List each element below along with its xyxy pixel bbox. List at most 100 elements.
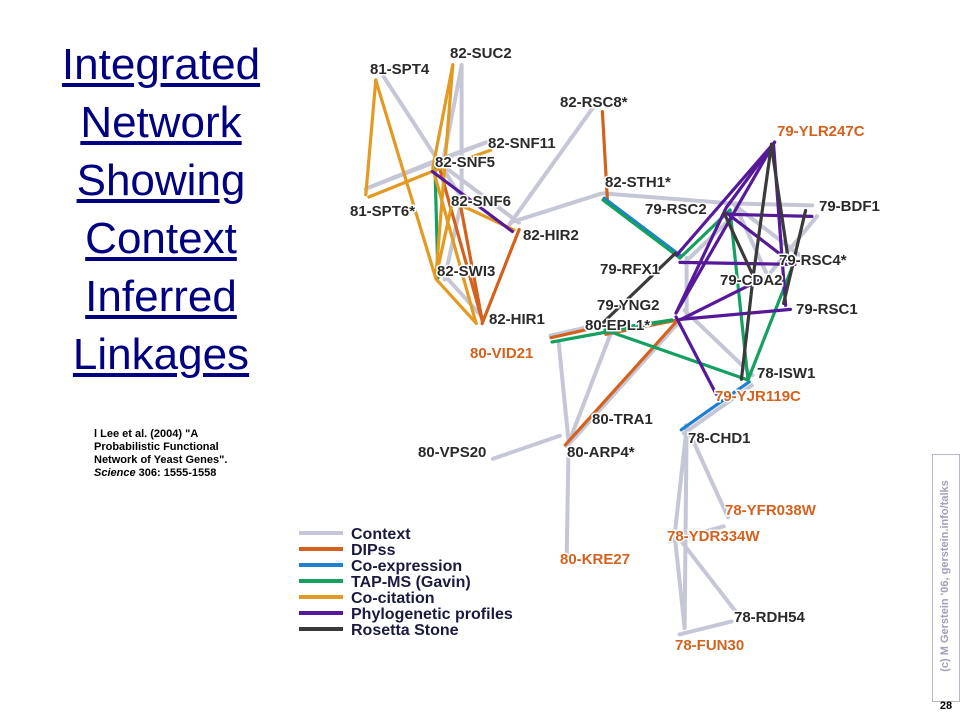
edge-dipss <box>480 228 521 326</box>
title-line-5: Inferred <box>85 272 237 321</box>
edge-tap-ms-gavin- <box>601 198 682 260</box>
edge-context <box>436 160 521 225</box>
node-label-82-snf6: 82-SNF6 <box>451 193 511 210</box>
node-label-82-rsc8: 82-RSC8* <box>560 94 628 111</box>
node-label-82-swi3: 82-SWI3 <box>437 263 495 280</box>
edge-context <box>510 191 603 224</box>
node-label-81-spt6: 81-SPT6* <box>350 203 415 220</box>
node-label-80-arp4: 80-ARP4* <box>567 444 635 461</box>
edge-context <box>728 201 815 208</box>
node-label-78-fun30: 78-FUN30 <box>675 637 744 654</box>
legend-label-rosetta-stone: Rosetta Stone <box>351 622 459 639</box>
edge-phylogenetic-profiles <box>674 141 776 315</box>
edge-context <box>682 308 755 378</box>
title-line-1: Integrated <box>61 40 261 89</box>
node-label-80-tra1: 80-TRA1 <box>592 411 653 428</box>
edge-dipss <box>563 321 677 447</box>
reference-volume-pages: 306: 1555-1558 <box>135 467 217 479</box>
edge-phylogenetic-profiles <box>680 277 764 321</box>
edge-co-citation <box>434 148 493 172</box>
edge-context <box>566 330 614 447</box>
edge-context <box>601 191 733 206</box>
edge-context <box>564 322 679 449</box>
node-label-79-yng2: 79-YNG2 <box>597 297 660 314</box>
edge-dipss <box>437 165 484 323</box>
node-label-78-ydr334w: 78-YDR334W <box>667 528 760 545</box>
edge-rosetta-stone <box>598 251 678 327</box>
edge-context <box>381 74 443 167</box>
side-credit-text: (c) M Gerstein '06, gerstein.info/talks <box>939 480 951 672</box>
edge-dipss <box>549 324 606 340</box>
network-edges <box>363 62 820 637</box>
reference-text-main: l Lee et al. (2004) "A Probabilistic Fun… <box>94 428 228 466</box>
edge-tap-ms-gavin- <box>603 328 750 382</box>
title-line-3: Showing <box>76 156 246 205</box>
edge-co-citation <box>367 168 438 199</box>
edge-phylogenetic-profiles <box>675 140 777 257</box>
edge-phylogenetic-profiles <box>674 315 718 396</box>
node-label-80-epl1: 80-EPL1* <box>585 317 650 334</box>
edge-phylogenetic-profiles <box>430 169 514 234</box>
edge-phylogenetic-profiles <box>674 206 728 315</box>
slide-title: Integrated Network Showing Context Infer… <box>36 36 286 384</box>
node-label-79-yjr119c: 79-YJR119C <box>715 388 801 405</box>
edge-context <box>681 383 754 436</box>
node-label-82-sth1: 82-STH1* <box>605 174 671 191</box>
edge-context <box>672 532 687 630</box>
edge-context <box>677 619 734 637</box>
node-label-80-vid21: 80-VID21 <box>470 345 533 362</box>
node-label-79-rsc4: 79-RSC4* <box>779 252 847 269</box>
title-line-6: Linkages <box>72 330 250 379</box>
edge-context <box>732 202 802 257</box>
edge-context <box>671 528 738 613</box>
edge-phylogenetic-profiles <box>678 260 797 266</box>
legend-label-co-expression: Co-expression <box>351 558 462 575</box>
edge-context <box>684 423 731 520</box>
network-node-labels: 82-SUC281-SPT482-RSC8*82-SNF1182-SNF582-… <box>349 44 882 656</box>
node-label-82-hir2: 82-HIR2 <box>523 227 579 244</box>
edge-phylogenetic-profiles <box>678 307 792 321</box>
edge-rosetta-stone <box>739 272 756 381</box>
side-credit: (c) M Gerstein '06, gerstein.info/talks <box>934 452 956 700</box>
network-diagram: 82-SUC281-SPT482-RSC8*82-SNF1182-SNF582-… <box>299 44 882 656</box>
edge-context <box>733 205 768 275</box>
edge-context <box>440 271 485 320</box>
edge-co-expression <box>602 196 683 258</box>
legend-label-co-citation: Co-citation <box>351 590 435 607</box>
edge-phylogenetic-profiles <box>728 212 814 218</box>
legend-label-context: Context <box>351 526 411 543</box>
edge-context <box>564 440 571 565</box>
node-label-79-bdf1: 79-BDF1 <box>819 198 880 215</box>
node-label-79-cda2: 79-CDA2 <box>720 272 783 289</box>
node-label-78-rdh54: 78-RDH54 <box>734 609 806 626</box>
legend-label-dipss: DIPss <box>351 542 396 559</box>
node-label-82-hir1: 82-HIR1 <box>489 311 545 328</box>
title-line-2: Network <box>80 98 242 147</box>
edge-tap-ms-gavin- <box>603 318 674 332</box>
node-label-80-vps20: 80-VPS20 <box>418 444 486 461</box>
node-label-79-rfx1: 79-RFX1 <box>600 261 660 278</box>
reference-journal: Science <box>94 467 136 479</box>
edge-tap-ms-gavin- <box>746 258 797 382</box>
node-label-79-rsc1: 79-RSC1 <box>796 301 858 318</box>
node-label-78-yfr038w: 78-YFR038W <box>725 502 817 519</box>
edge-rosetta-stone <box>781 208 808 306</box>
edge-context <box>682 212 737 265</box>
edge-dipss <box>600 110 609 202</box>
node-label-81-spt4: 81-SPT4 <box>370 61 430 78</box>
edge-co-citation <box>374 79 438 281</box>
edge-context <box>507 106 595 227</box>
edge-context <box>556 339 571 444</box>
edge-co-citation <box>431 166 478 325</box>
edge-context <box>682 426 689 631</box>
legend-label-phylogenetic-profiles: Phylogenetic profiles <box>351 606 513 623</box>
edge-context <box>430 139 490 164</box>
page-number: 28 <box>939 700 953 712</box>
edge-context <box>763 214 820 282</box>
edge-context <box>490 433 562 461</box>
edge-co-citation <box>434 197 455 280</box>
node-label-78-chd1: 78-CHD1 <box>688 430 751 447</box>
node-label-79-rsc2: 79-RSC2 <box>645 201 707 218</box>
edge-co-citation <box>434 63 455 280</box>
